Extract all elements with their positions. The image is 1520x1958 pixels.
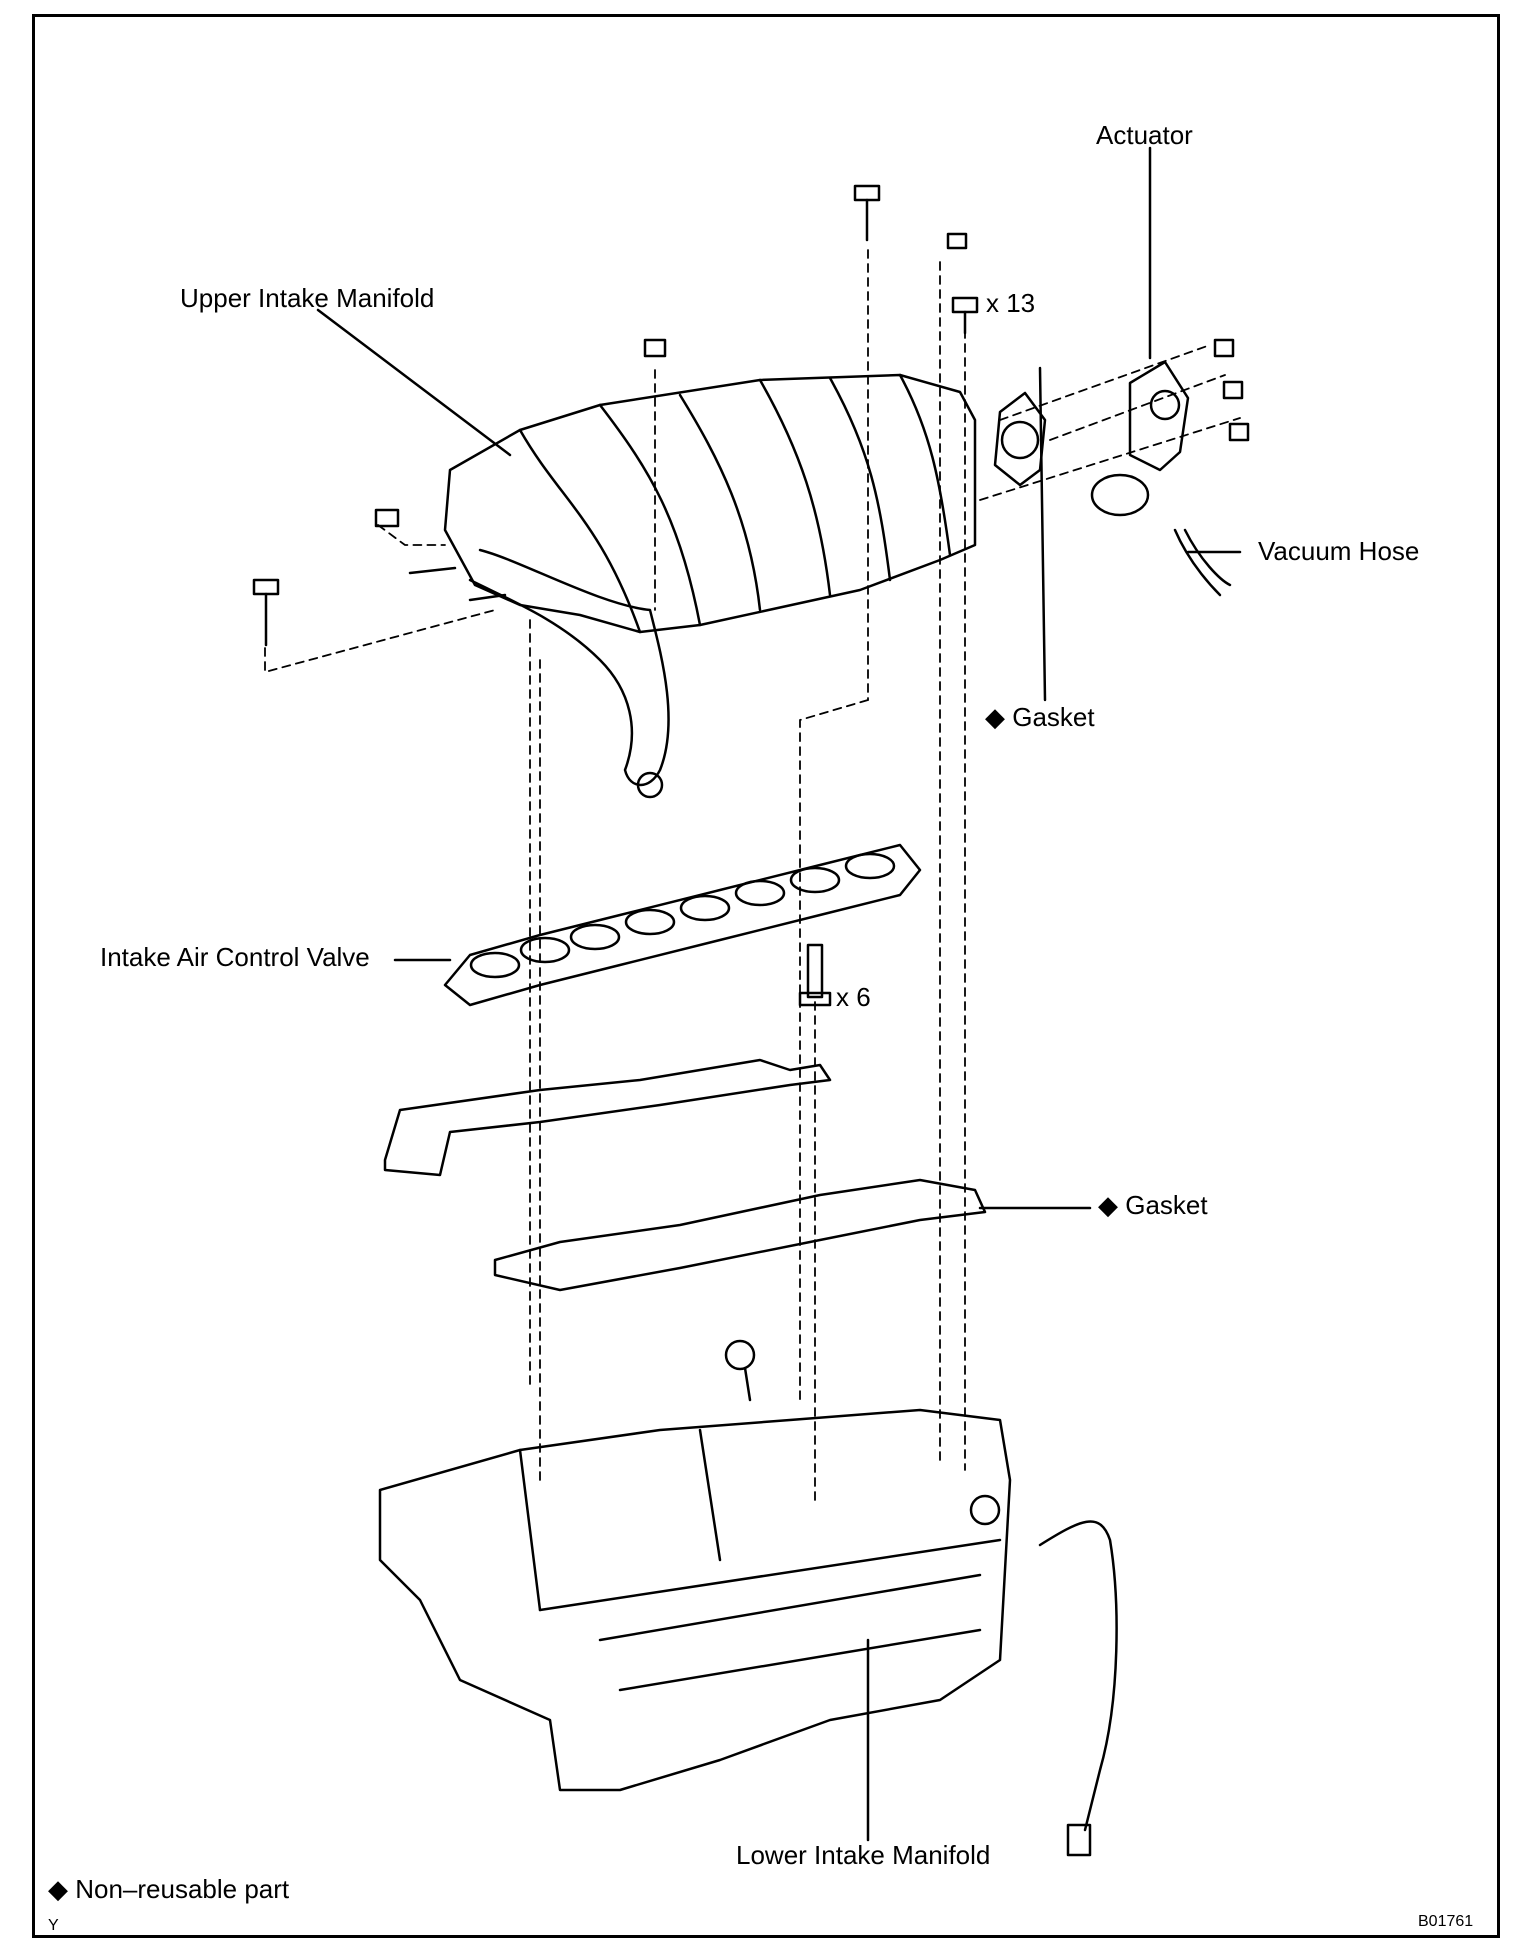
figure-code: B01761 <box>1418 1913 1474 1930</box>
legend-text: Non–reusable part <box>75 1874 290 1904</box>
gasket-upper-label: Gasket <box>1012 702 1095 732</box>
lower-intake-manifold-label: Lower Intake Manifold <box>736 1840 991 1870</box>
corner-mark: Y <box>48 1917 59 1934</box>
diagram-frame <box>32 14 1500 1938</box>
non-reusable-diamond-icon: ◆ <box>1098 1190 1118 1220</box>
non-reusable-diamond-icon: ◆ <box>48 1874 68 1904</box>
non-reusable-diamond-icon: ◆ <box>985 702 1005 732</box>
gasket-middle-callout: ◆ Gasket <box>1098 1192 1208 1218</box>
actuator-label: Actuator <box>1096 120 1193 150</box>
gasket-upper-callout: ◆ Gasket <box>985 704 1095 730</box>
gasket-middle-label: Gasket <box>1125 1190 1208 1220</box>
legend: ◆ Non–reusable part <box>48 1876 289 1902</box>
upper-intake-manifold-label: Upper Intake Manifold <box>180 283 435 313</box>
bolt-quantity-6-label: x 6 <box>836 982 871 1012</box>
intake-air-control-valve-label: Intake Air Control Valve <box>100 942 370 972</box>
vacuum-hose-label: Vacuum Hose <box>1258 536 1420 566</box>
bolt-quantity-13-label: x 13 <box>986 288 1036 318</box>
